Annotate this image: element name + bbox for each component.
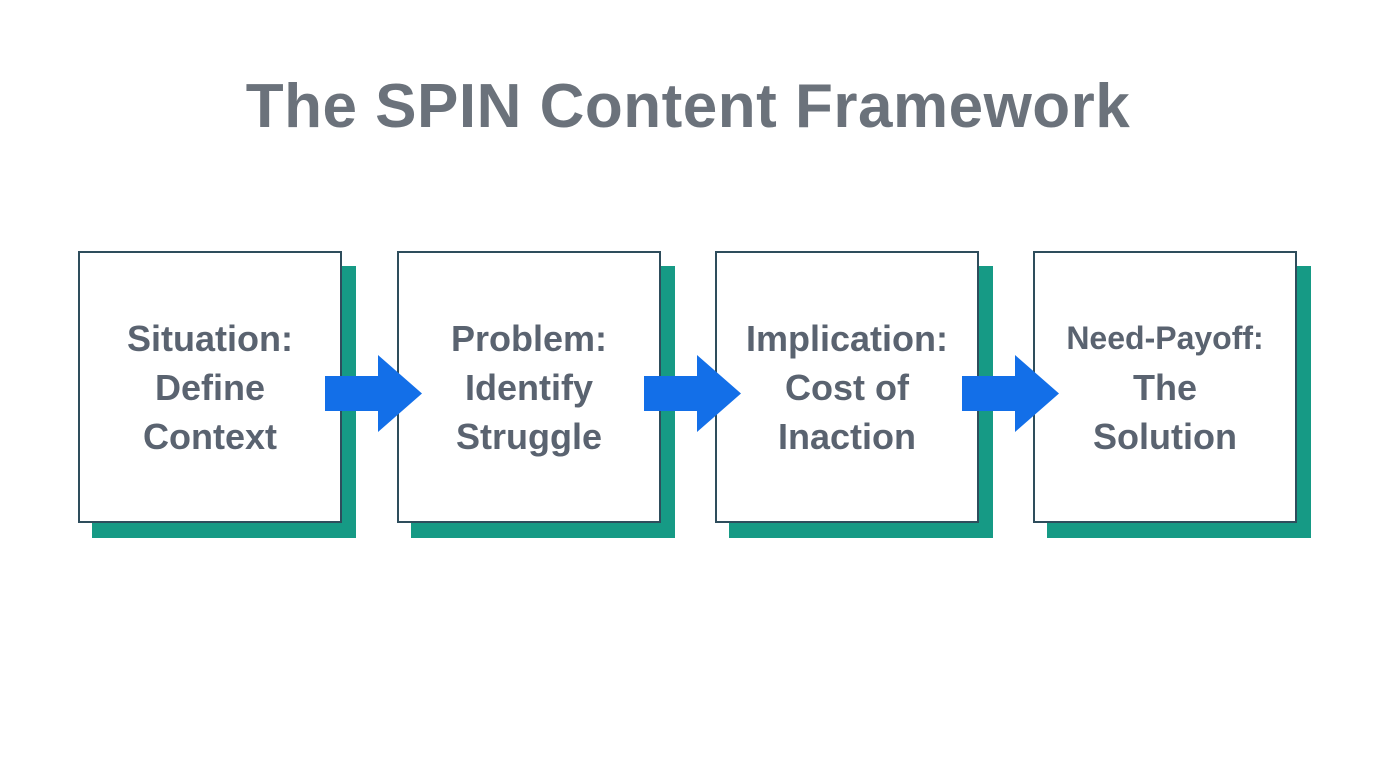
arrow-right-shape (325, 355, 422, 432)
step-label: Need-Payoff: The Solution (1066, 314, 1263, 461)
step-label-line: Cost of (785, 366, 909, 408)
step-label-line: Define (154, 366, 265, 408)
step-box-need-payoff: Need-Payoff: The Solution (1033, 251, 1297, 523)
step-label-line: The (1132, 366, 1197, 408)
step-box-implication: Implication: Cost of Inaction (715, 251, 979, 523)
arrow-right-icon (325, 355, 422, 432)
step-label-line: Inaction (777, 415, 916, 457)
arrow-right-shape (644, 355, 741, 432)
arrow-right-shape (962, 355, 1059, 432)
step-box-problem: Problem: Identify Struggle (397, 251, 661, 523)
step-label-line: Identify (464, 366, 593, 408)
step-label-line: Implication: (745, 317, 948, 359)
step-label-line: Situation: (127, 317, 293, 359)
step-label: Situation: Define Context (127, 314, 293, 461)
step-label-line: Problem: (450, 317, 608, 359)
step-box-situation: Situation: Define Context (78, 251, 342, 523)
step-label-line: Struggle (455, 415, 602, 457)
step-label: Implication: Cost of Inaction (746, 314, 948, 461)
step-label: Problem: Identify Struggle (451, 314, 607, 461)
step-label-line: Need-Payoff: (1066, 319, 1264, 356)
page-title: The SPIN Content Framework (245, 72, 1131, 141)
step-label-line: Context (142, 415, 277, 457)
arrow-right-icon (644, 355, 741, 432)
arrow-right-icon (962, 355, 1059, 432)
step-label-line: Solution (1093, 415, 1237, 457)
